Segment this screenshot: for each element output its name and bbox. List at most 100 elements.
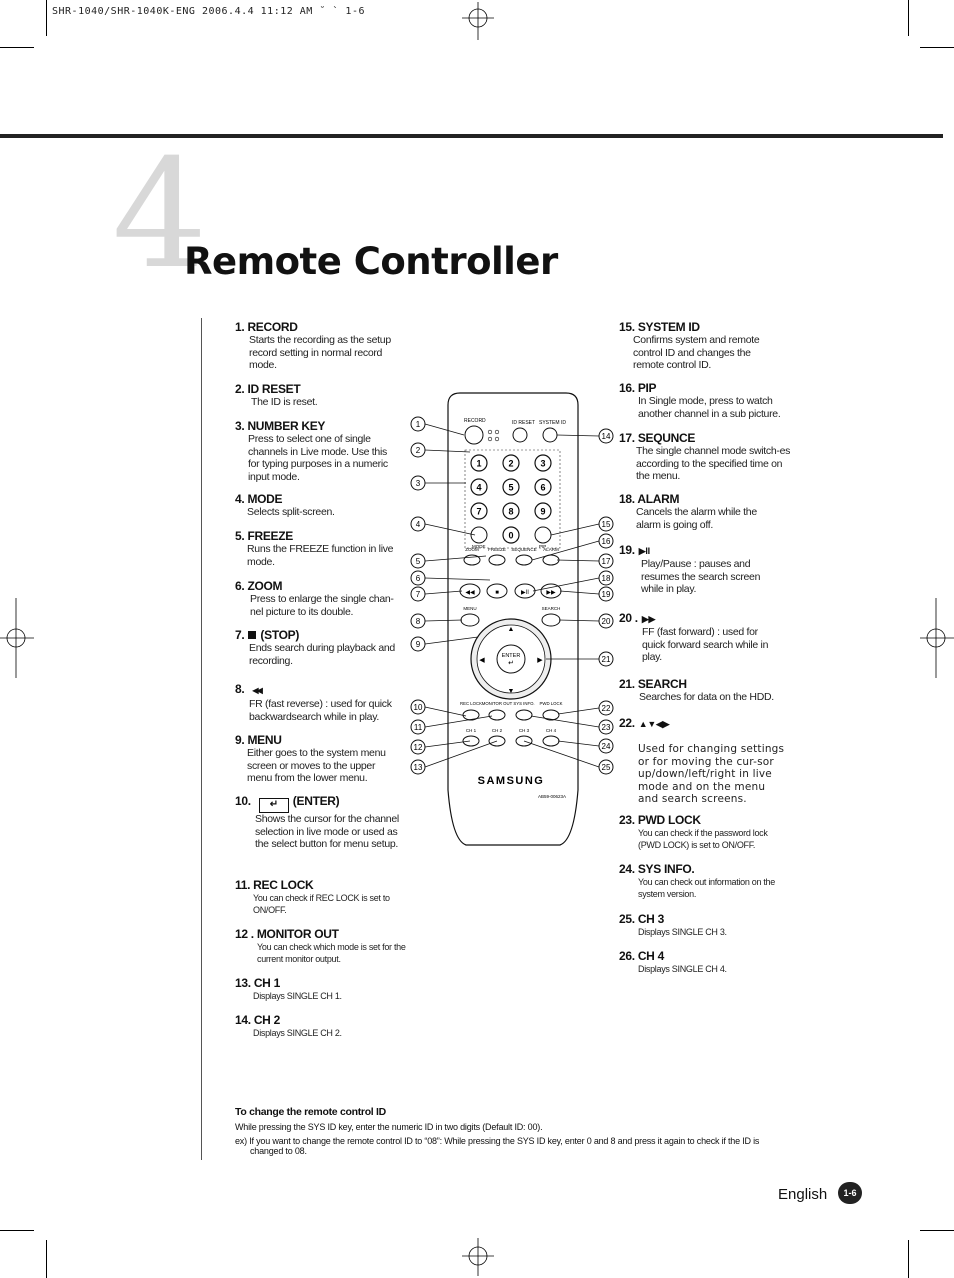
item-heading-text: 11. REC LOCK <box>235 878 314 892</box>
item-heading-text: 3. NUMBER KEY <box>235 419 326 433</box>
callout-number: 11 <box>414 723 423 732</box>
footer-language: English <box>778 1186 828 1203</box>
crop-mark <box>908 1240 909 1278</box>
menu-label: MENU <box>463 606 476 611</box>
callout-number: 17 <box>602 557 611 566</box>
id-reset-button[interactable] <box>512 427 528 443</box>
item-description: Searches for data on the HDD. <box>639 691 774 703</box>
callout-marker <box>410 699 426 715</box>
sys-info-button[interactable] <box>515 709 533 721</box>
callout-leader <box>424 577 491 581</box>
callout-number: 6 <box>416 574 421 583</box>
callout-marker <box>598 533 614 549</box>
ch4-button[interactable] <box>542 735 560 747</box>
right-item: 22.▲▼◀▶Used for changing settings or for… <box>619 716 788 806</box>
enter-icon: ↵ <box>258 798 289 813</box>
monitor-out-button[interactable] <box>488 709 506 721</box>
callout-number: 19 <box>602 590 611 599</box>
item-description: You can check if the password lock (PWD … <box>638 828 768 850</box>
pwd-lock-button[interactable] <box>542 709 560 721</box>
item-heading: 8.◀◀ <box>235 682 404 698</box>
alarm-label: ALARM <box>543 547 559 552</box>
chapter-rule <box>0 134 943 138</box>
callout-number: 7 <box>416 590 421 599</box>
item-heading-text: 10. <box>235 794 251 808</box>
number-key-8-button[interactable] <box>502 502 520 520</box>
item-heading: 18. ALARM <box>619 492 766 506</box>
number-key-6-button[interactable] <box>534 478 552 496</box>
number-key-0-button[interactable] <box>502 526 520 544</box>
item-heading: 25. CH 3 <box>619 912 788 926</box>
item-heading-text: 18. ALARM <box>619 492 680 506</box>
item-description: Displays SINGLE CH 1. <box>253 991 342 1001</box>
item-heading-text: 6. ZOOM <box>235 579 283 593</box>
menu-button[interactable] <box>460 613 480 627</box>
callout-marker <box>410 553 426 569</box>
item-heading: 9. MENU <box>235 733 397 747</box>
number-key-3-button[interactable] <box>534 454 552 472</box>
column-divider <box>201 318 202 1160</box>
search-button[interactable] <box>541 613 561 627</box>
crop-mark <box>0 1230 34 1231</box>
callout-number: 4 <box>416 520 421 529</box>
callout-marker <box>410 586 426 602</box>
item-heading: 26. CH 4 <box>619 949 788 963</box>
ch4-label: CH 4 <box>546 728 557 733</box>
callout-number: 23 <box>602 723 611 732</box>
sequence-button[interactable] <box>515 554 533 566</box>
item-description: Starts the recording as the setup record… <box>249 334 391 371</box>
freeze-button[interactable] <box>488 554 506 566</box>
item-heading-text: 25. CH 3 <box>619 912 664 926</box>
sequence-label: SEQUENCE <box>511 547 536 552</box>
number-key-5-button[interactable] <box>502 478 520 496</box>
callout-marker <box>598 719 614 735</box>
callout-number: 1 <box>416 420 421 429</box>
record-label: RECORD <box>464 418 486 424</box>
sys-info-label: SYS INFO. <box>513 701 534 706</box>
callout-marker <box>598 651 614 667</box>
callout-leader <box>559 590 600 595</box>
number-key-2-button[interactable] <box>502 454 520 472</box>
number-key-9-button[interactable] <box>534 502 552 520</box>
ch1-button[interactable] <box>462 735 480 747</box>
item-heading-text: 9. MENU <box>235 733 282 747</box>
item-heading: 1. RECORD <box>235 320 399 334</box>
note-line-1: While pressing the SYS ID key, enter the… <box>235 1122 543 1132</box>
stop-button[interactable] <box>486 583 508 599</box>
left-item: 7.(STOP)Ends search during playback and … <box>235 628 405 667</box>
item-heading-text: 1. RECORD <box>235 320 298 334</box>
mode-button[interactable] <box>470 526 488 544</box>
number-key-7-button[interactable] <box>470 502 488 520</box>
stop-icon <box>248 631 257 639</box>
enter-button[interactable] <box>496 644 526 674</box>
play-pause-icon: ▶II <box>521 590 529 596</box>
pip-button[interactable] <box>534 526 552 544</box>
item-heading-text: 15. SYSTEM ID <box>619 320 700 334</box>
item-heading: 4. MODE <box>235 492 397 506</box>
record-button[interactable] <box>464 425 484 445</box>
callout-leader <box>424 619 463 622</box>
system-id-button[interactable] <box>542 427 558 443</box>
callout-marker <box>598 428 614 444</box>
pwd-lock-label: PWD LOCK <box>540 701 563 706</box>
item-heading: 5. FREEZE <box>235 529 403 543</box>
item-description: Selects split-screen. <box>247 506 335 518</box>
number-key-label: 9 <box>540 507 545 517</box>
item-description: Displays SINGLE CH 2. <box>253 1028 342 1038</box>
callout-leader <box>424 740 498 768</box>
left-arrow-icon: ◀ <box>479 657 485 664</box>
number-key-4-button[interactable] <box>470 478 488 496</box>
callout-number: 22 <box>602 704 611 713</box>
number-key-1-button[interactable] <box>470 454 488 472</box>
item-heading-text: 12 . MONITOR OUT <box>235 927 339 941</box>
item-heading-text: 8. <box>235 682 245 696</box>
callout-marker <box>598 700 614 716</box>
page-title: Remote Controller <box>184 240 558 283</box>
callout-leader <box>523 740 600 768</box>
rewind-icon: ◀◀ <box>465 590 475 596</box>
note-title: To change the remote control ID <box>235 1106 386 1118</box>
